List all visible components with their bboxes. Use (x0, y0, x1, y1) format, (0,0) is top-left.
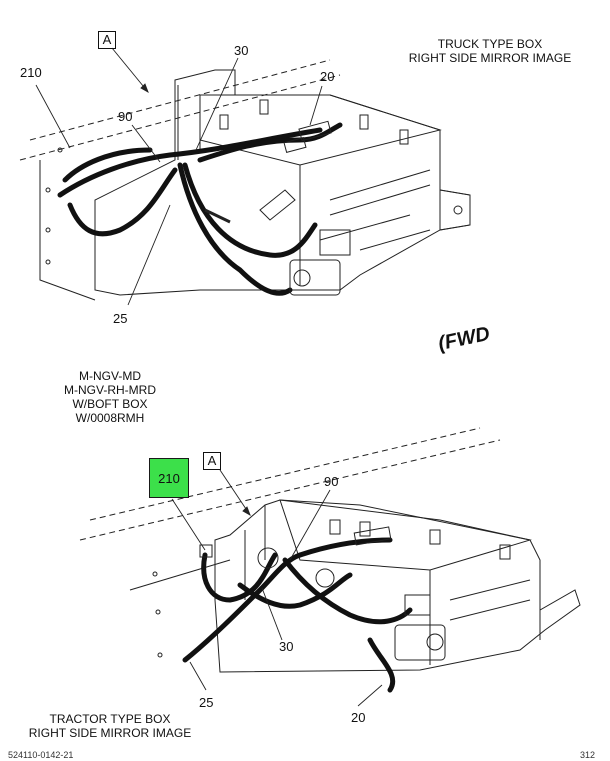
bottom-view-label-box: A (203, 452, 221, 470)
top-title-line2: RIGHT SIDE MIRROR IMAGE (408, 51, 572, 65)
top-callout-20: 20 (320, 69, 335, 84)
variant-line-2: M-NGV-RH-MRD (64, 383, 156, 397)
bottom-callout-25: 25 (199, 695, 214, 710)
bottom-callout-90: 90 (324, 474, 339, 489)
bottom-callout-20: 20 (351, 710, 366, 725)
bottom-title-line1: TRACTOR TYPE BOX (49, 712, 171, 726)
highlighted-callout-210[interactable]: 210 (149, 458, 189, 498)
footer-page-number: 312 (580, 750, 596, 760)
bottom-battery-box (214, 499, 581, 673)
variant-line-1: M-NGV-MD (79, 369, 141, 383)
top-callout-25: 25 (113, 311, 128, 326)
variant-line-4: W/0008RMH (75, 411, 145, 425)
top-title-line1: TRUCK TYPE BOX (437, 37, 543, 51)
top-callout-30: 30 (234, 43, 249, 58)
top-battery-box (94, 69, 471, 296)
top-callout-90: 90 (118, 109, 133, 124)
top-frame-rail (19, 59, 341, 301)
bottom-leader-lines (171, 469, 383, 707)
top-view-label-box: A (98, 31, 116, 49)
bottom-frame-rail (79, 427, 501, 658)
bottom-title-line2: RIGHT SIDE MIRROR IMAGE (28, 726, 192, 740)
bottom-callout-30: 30 (279, 639, 294, 654)
top-callout-210: 210 (20, 65, 42, 80)
variant-line-3: W/BOFT BOX (72, 397, 148, 411)
top-leader-lines (35, 47, 323, 306)
bottom-harness-fittings (199, 526, 446, 661)
top-harness (57, 122, 343, 296)
footer-drawing-number: 524110-0142-21 (8, 750, 74, 760)
top-harness-fittings (204, 120, 351, 296)
bottom-harness (182, 537, 413, 693)
